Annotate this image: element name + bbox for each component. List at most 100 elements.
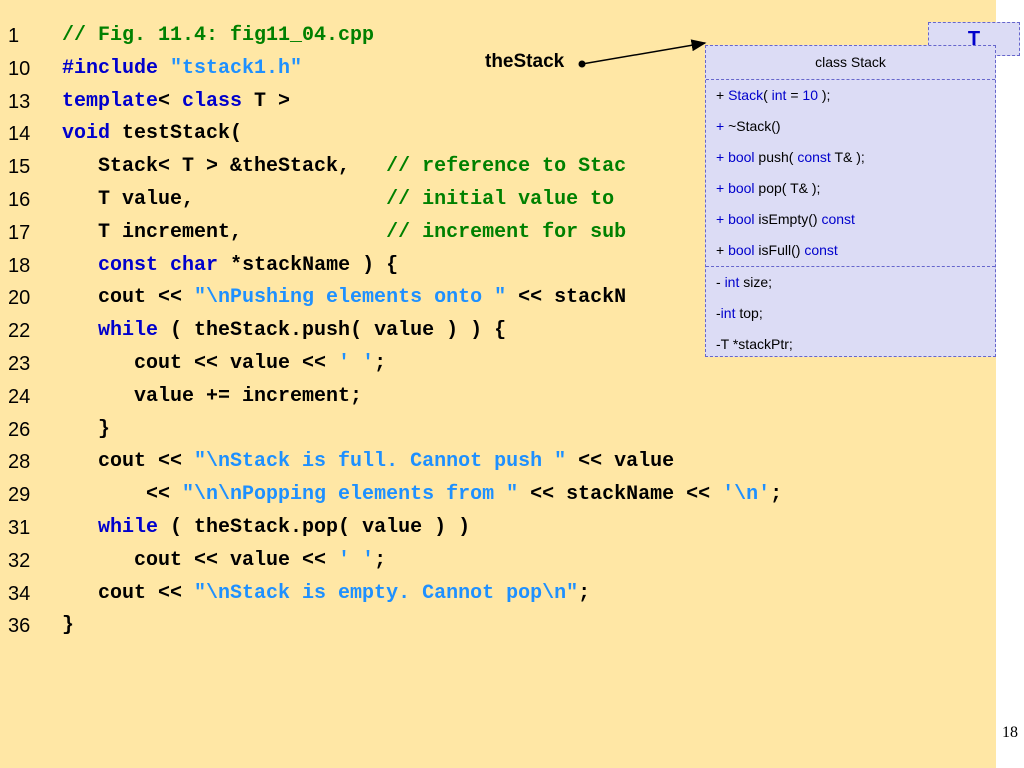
code-text: } — [62, 610, 74, 643]
code-token: while — [98, 515, 159, 539]
uml-method: + Stack( int = 10 ); — [706, 80, 995, 111]
uml-token: - — [716, 305, 721, 321]
code-token: template — [62, 89, 159, 113]
code-token: ' ' — [338, 548, 375, 572]
code-text: cout << "\nStack is full. Cannot push " … — [62, 446, 674, 479]
code-token: ; — [374, 548, 387, 572]
code-token: ( theStack.push( value ) ) { — [158, 319, 507, 343]
line-number: 34 — [8, 582, 31, 605]
code-token: << — [62, 483, 183, 507]
code-token: "\n\nPopping elements from " — [182, 483, 519, 507]
uml-method: + ~Stack() — [706, 111, 995, 142]
code-token: } — [62, 417, 111, 441]
code-token: ; — [578, 581, 591, 605]
slide-right-margin — [996, 0, 1024, 768]
code-token: testStack( — [110, 122, 243, 146]
code-token: ; — [374, 351, 387, 375]
code-token: // increment for sub — [386, 220, 627, 244]
uml-token: Stack — [728, 87, 764, 103]
code-text: void testStack( — [62, 118, 242, 151]
code-token: T > — [242, 89, 291, 113]
code-token: #include — [62, 56, 171, 80]
code-token: cout << — [62, 450, 195, 474]
pointer-line — [581, 39, 707, 65]
uml-attribute: -T *stackPtr; — [706, 329, 995, 360]
code-text: cout << "\nPushing elements onto " << st… — [62, 282, 626, 315]
code-token: << stackN — [506, 286, 627, 310]
uml-class-name: class Stack — [706, 46, 995, 80]
code-token: cout << — [62, 286, 195, 310]
code-token: "\nStack is full. Cannot push " — [194, 450, 567, 474]
code-token: } — [62, 614, 75, 638]
line-number: 26 — [8, 418, 31, 441]
code-text: while ( theStack.push( value ) ) { — [62, 315, 506, 348]
code-text: template< class T > — [62, 86, 290, 119]
uml-token: + — [716, 149, 729, 165]
uml-token: + — [716, 87, 729, 103]
code-token: // initial value to — [386, 187, 615, 211]
uml-token: bool — [728, 211, 755, 227]
line-number: 13 — [8, 90, 31, 113]
code-text: // Fig. 11.4: fig11_04.cpp — [62, 20, 374, 53]
uml-token: = — [786, 87, 803, 103]
code-token — [62, 319, 98, 342]
code-token: void — [62, 122, 111, 146]
line-number: 23 — [8, 352, 31, 375]
code-token: char — [170, 253, 219, 277]
uml-token: const — [821, 211, 855, 227]
code-text: T increment, // increment for sub — [62, 217, 626, 250]
uml-token: ( — [763, 87, 772, 103]
line-number: 17 — [8, 221, 31, 244]
line-number: 24 — [8, 385, 31, 408]
code-token: cout << value << — [62, 548, 339, 572]
uml-method: + bool isEmpty() const — [706, 204, 995, 235]
uml-methods-section: + Stack( int = 10 );+ ~Stack()+ bool pus… — [706, 80, 995, 267]
uml-token: const — [804, 242, 838, 258]
uml-token: size; — [739, 274, 773, 290]
line-number: 31 — [8, 516, 31, 539]
uml-token: isFull() — [754, 242, 805, 258]
pointer-origin-dot — [578, 60, 586, 68]
code-token: T value, — [62, 187, 387, 211]
line-number: 15 — [8, 156, 31, 179]
code-token: << value — [566, 450, 675, 474]
page-number: 18 — [1002, 724, 1018, 741]
uml-token: top; — [735, 305, 763, 321]
uml-token: ); — [818, 87, 831, 103]
uml-attribute: - int size; — [706, 267, 995, 298]
line-number: 20 — [8, 287, 31, 310]
code-text: value += increment; — [62, 381, 362, 414]
uml-token: + — [716, 211, 729, 227]
code-token: '\n' — [722, 483, 771, 507]
uml-token: int — [720, 305, 736, 321]
code-token: << stackName << — [518, 483, 723, 507]
code-token: ; — [770, 483, 783, 507]
code-token: cout << value << — [62, 351, 339, 375]
code-token: *stackName ) { — [218, 253, 399, 277]
line-number: 36 — [8, 615, 31, 638]
code-token: "\nPushing elements onto " — [194, 286, 507, 310]
code-token: // Fig. 11.4: fig11_04.cpp — [62, 24, 375, 47]
uml-method: + bool pop( T& ); — [706, 173, 995, 204]
code-token: const — [98, 253, 159, 277]
code-token: ' ' — [338, 351, 375, 375]
code-token: // reference to Stac — [386, 155, 627, 179]
code-text: const char *stackName ) { — [62, 250, 398, 283]
uml-attribute: -int top; — [706, 298, 995, 329]
code-token: ( theStack.pop( value ) ) — [158, 515, 471, 539]
code-token: "tstack1.h" — [170, 56, 303, 80]
uml-token: int — [771, 87, 787, 103]
uml-token: push( — [754, 149, 798, 165]
line-number: 29 — [8, 484, 31, 507]
uml-token: pop( T& ); — [754, 180, 821, 196]
uml-token: isEmpty() — [754, 211, 822, 227]
code-token: Stack< T > &theStack, — [62, 155, 387, 179]
code-text: T value, // initial value to — [62, 184, 614, 217]
thestack-label: theStack — [485, 51, 565, 72]
uml-token: - — [716, 274, 725, 290]
code-token: T increment, — [62, 220, 387, 244]
code-text: << "\n\nPopping elements from " << stack… — [62, 479, 782, 512]
uml-token: 10 — [802, 87, 818, 103]
uml-class-diagram: class Stack + Stack( int = 10 );+ ~Stack… — [705, 45, 996, 357]
uml-token: bool — [728, 149, 755, 165]
